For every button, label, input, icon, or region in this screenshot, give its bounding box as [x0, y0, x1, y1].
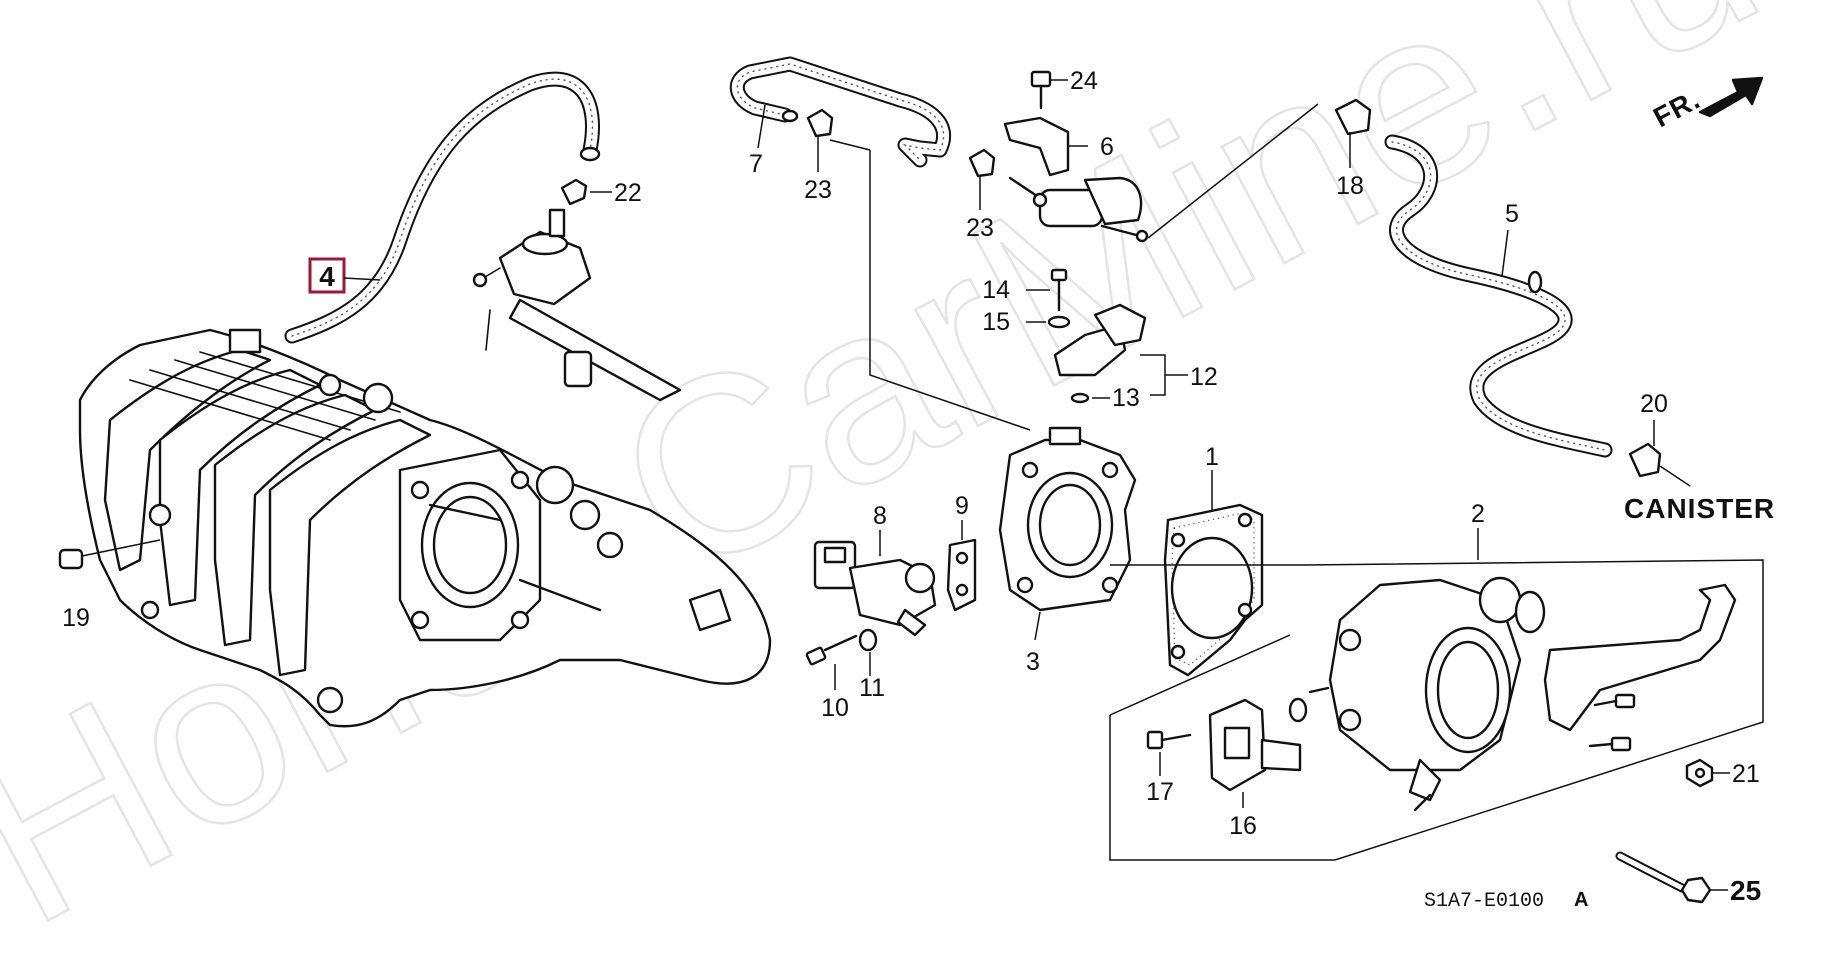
assembly-box-part-2 [1109, 528, 1764, 861]
callout-2: 2 [1471, 500, 1485, 528]
callout-18: 18 [1336, 172, 1364, 200]
bracket [1543, 583, 1737, 752]
callout-22: 22 [614, 179, 642, 207]
callout-17: 17 [1146, 778, 1174, 806]
map-sensor-part-12[interactable] [1053, 303, 1188, 396]
callout-1: 1 [1205, 443, 1219, 471]
clip-part-20[interactable] [1628, 420, 1691, 487]
callout-16: 16 [1229, 812, 1257, 840]
canister-label: CANISTER [1624, 493, 1775, 524]
callout-14: 14 [982, 276, 1010, 304]
callout-25: 25 [1730, 875, 1761, 906]
screw-part-17[interactable] [1146, 730, 1192, 776]
callout-10: 10 [821, 694, 849, 722]
tps-part-16[interactable] [1208, 698, 1302, 808]
purge-valve-part-6[interactable] [1003, 116, 1149, 243]
callout-3: 3 [1026, 648, 1040, 676]
leader-line [1147, 103, 1319, 239]
diagram-code: S1A7-E0100 [1424, 890, 1544, 913]
intake-manifold [78, 328, 772, 728]
throttle-body-part-2[interactable] [1308, 576, 1546, 812]
washer-part-15[interactable] [1026, 315, 1071, 329]
bolt-part-25[interactable] [1615, 851, 1728, 904]
o-ring-part-13[interactable] [1070, 392, 1110, 404]
chamber-part-3[interactable] [998, 426, 1137, 641]
plug-part-19[interactable] [58, 539, 161, 570]
pressure-regulator [472, 208, 682, 402]
callout-5: 5 [1505, 200, 1519, 228]
callout-24: 24 [1070, 67, 1098, 95]
callout-19: 19 [62, 604, 90, 632]
highlight-box [308, 257, 346, 294]
clip-part-18[interactable] [1334, 98, 1372, 168]
callout-23a: 23 [804, 176, 832, 204]
gasket-part-9[interactable] [946, 520, 977, 612]
iac-valve-part-8[interactable] [813, 530, 937, 637]
gasket-part-1[interactable] [1163, 470, 1264, 677]
bolt-part-24[interactable] [1030, 70, 1068, 110]
leader-line [829, 139, 871, 151]
hose-part-5[interactable] [1384, 134, 1613, 458]
clip-part-23b[interactable] [968, 148, 996, 210]
bolt-part-10[interactable] [805, 634, 858, 690]
leader-line [869, 150, 1031, 431]
callout-15: 15 [982, 308, 1010, 336]
callout-13: 13 [1112, 384, 1140, 412]
callout-8: 8 [873, 502, 887, 530]
callout-11: 11 [859, 674, 885, 702]
callout-23b: 23 [966, 214, 994, 242]
callout-12: 12 [1190, 363, 1218, 391]
clip-part-23a[interactable] [806, 108, 834, 172]
bolt-part-14[interactable] [1026, 268, 1068, 312]
callout-6: 6 [1100, 133, 1114, 161]
o-ring-tps [1288, 697, 1308, 723]
nut-part-21[interactable] [1685, 758, 1730, 788]
clip-part-22[interactable] [560, 178, 612, 206]
callout-7: 7 [749, 150, 763, 178]
hose-part-4[interactable] [284, 71, 601, 344]
leader-line [343, 277, 381, 281]
washer-part-11[interactable] [858, 628, 878, 676]
callout-4[interactable]: 4 [319, 261, 335, 292]
hose-part-7[interactable] [730, 56, 952, 168]
callout-9: 9 [955, 492, 969, 520]
diagram-revision: A [1574, 889, 1588, 911]
callout-20: 20 [1640, 390, 1668, 418]
callout-21: 21 [1732, 760, 1760, 788]
